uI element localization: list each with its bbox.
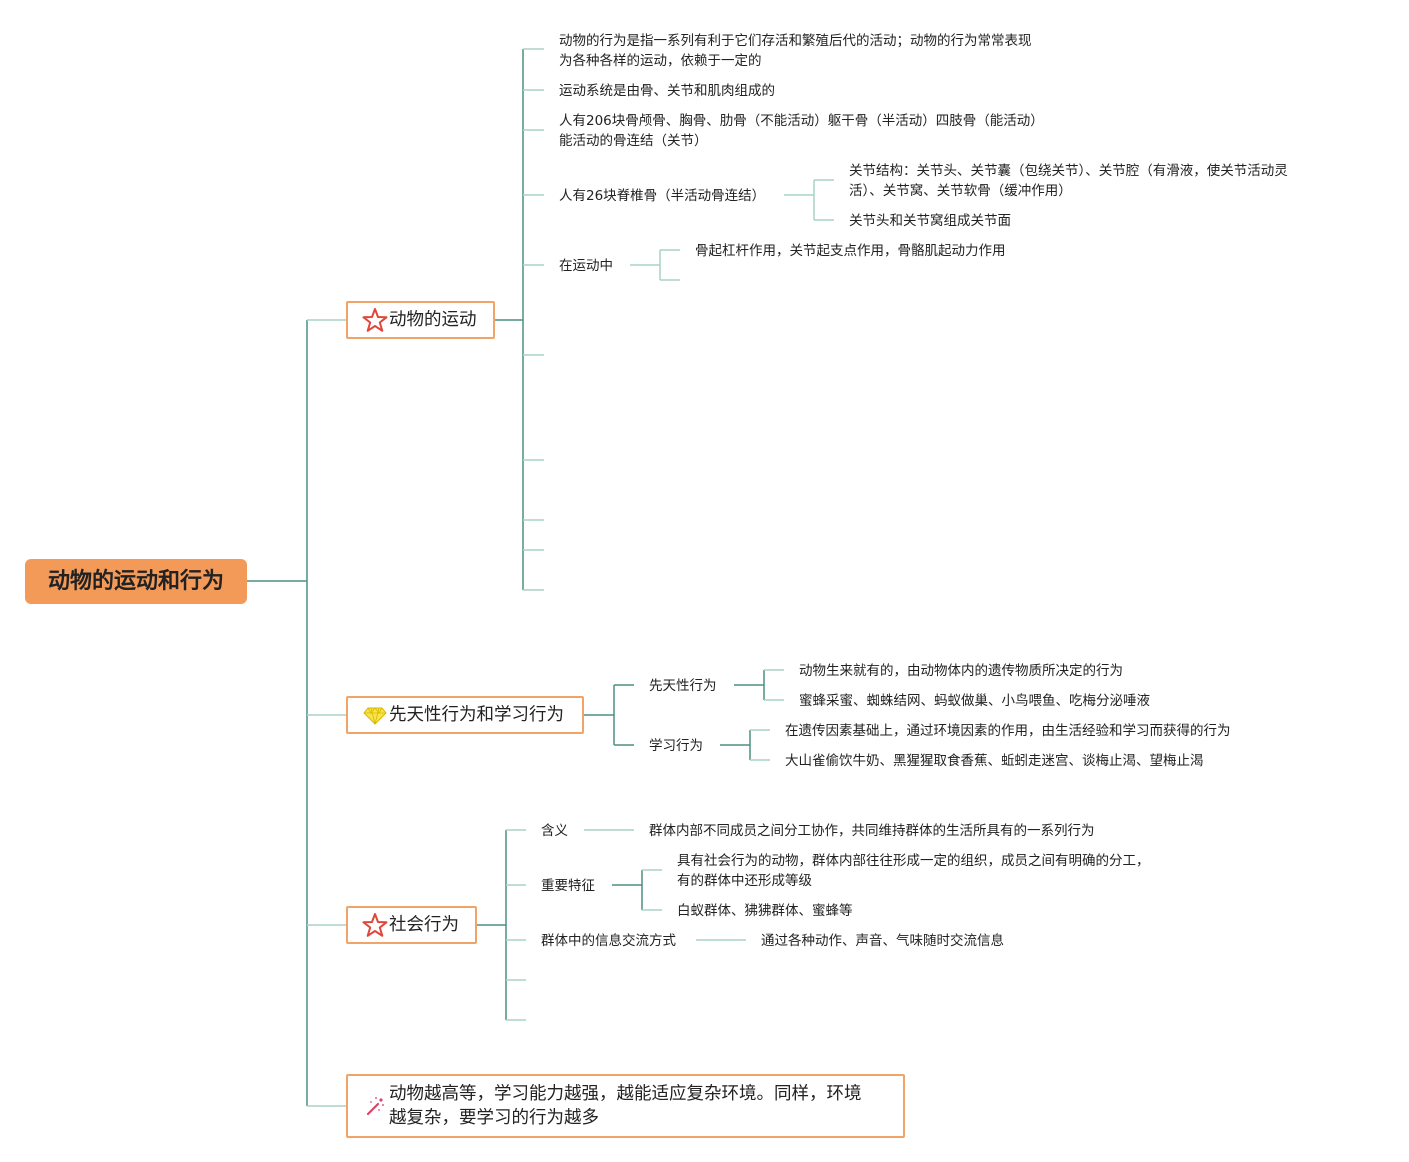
social-features[interactable]: 重要特征	[541, 878, 595, 894]
text-line: 活）、关节窝、关节软骨（缓冲作用）	[849, 183, 1072, 199]
magic-wand-icon	[366, 1096, 385, 1116]
learned-behavior[interactable]: 学习行为	[649, 738, 703, 754]
movement-system[interactable]: 运动系统是由骨、关节和肌肉组成的	[559, 83, 775, 99]
innate-behavior[interactable]: 先天性行为	[649, 678, 717, 694]
text-line: 越复杂，要学习的行为越多	[389, 1108, 599, 1128]
diamond-icon	[363, 707, 387, 725]
topic-innate-learned[interactable]: 先天性行为和学习行为	[346, 696, 584, 734]
social-meaning[interactable]: 含义	[541, 823, 568, 839]
learned-definition[interactable]: 在遗传因素基础上，通过环境因素的作用，由生活经验和学习而获得的行为	[785, 723, 1231, 739]
social-communication-text[interactable]: 通过各种动作、声音、气味随时交流信息	[761, 933, 1004, 949]
topic-label: 先天性行为和学习行为	[389, 705, 564, 725]
root-topic[interactable]: 动物的运动和行为	[25, 559, 247, 604]
innate-examples[interactable]: 蜜蜂采蜜、蜘蛛结网、蚂蚁做巢、小鸟喂鱼、吃梅分泌唾液	[799, 693, 1150, 709]
topic-label: 社会行为	[389, 915, 459, 935]
text-line: 有的群体中还形成等级	[677, 873, 812, 889]
text-line: 动物的行为是指一系列有利于它们存活和繁殖后代的活动；动物的行为常常表现	[559, 33, 1032, 49]
star-icon	[362, 308, 388, 332]
text-line: 动物越高等，学习能力越强，越能适应复杂环境。同样，环境	[389, 1084, 862, 1104]
text-line: 能活动的骨连结（关节）	[559, 133, 708, 149]
text-line: 人有206块骨颅骨、胸骨、肋骨（不能活动）躯干骨（半活动）四肢骨（能活动）	[559, 113, 1044, 129]
social-meaning-text[interactable]: 群体内部不同成员之间分工协作，共同维持群体的生活所具有的一系列行为	[649, 823, 1095, 839]
star-icon	[362, 913, 388, 937]
text-line: 为各种各样的运动，依赖于一定的	[559, 53, 762, 69]
social-organization[interactable]: 具有社会行为的动物，群体内部往往形成一定的组织，成员之间有明确的分工， 有的群体…	[677, 851, 1150, 891]
innate-definition[interactable]: 动物生来就有的，由动物体内的遗传物质所决定的行为	[799, 663, 1123, 679]
learned-examples[interactable]: 大山雀偷饮牛奶、黑猩猩取食香蕉、蚯蚓走迷宫、谈梅止渴、望梅止渴	[785, 753, 1204, 769]
text-line: 关节结构：关节头、关节囊（包绕关节）、关节腔（有滑液，使关节活动灵	[849, 163, 1288, 179]
topic-label: 动物的运动	[389, 310, 477, 330]
topic-summary[interactable]: 动物越高等，学习能力越强，越能适应复杂环境。同样，环境 越复杂，要学习的行为越多	[346, 1074, 905, 1138]
social-communication[interactable]: 群体中的信息交流方式	[541, 933, 676, 949]
movement-bones[interactable]: 人有206块骨颅骨、胸骨、肋骨（不能活动）躯干骨（半活动）四肢骨（能活动） 能活…	[559, 111, 1044, 151]
topic-movement[interactable]: 动物的运动	[346, 301, 495, 339]
text-line: 具有社会行为的动物，群体内部往往形成一定的组织，成员之间有明确的分工，	[677, 853, 1150, 869]
social-examples[interactable]: 白蚁群体、狒狒群体、蜜蜂等	[677, 903, 853, 919]
movement-vertebrae[interactable]: 人有26块脊椎骨（半活动骨连结）	[559, 188, 766, 204]
joint-surface[interactable]: 关节头和关节窝组成关节面	[849, 213, 1011, 229]
movement-in-motion[interactable]: 在运动中	[559, 258, 613, 274]
movement-definition[interactable]: 动物的行为是指一系列有利于它们存活和繁殖后代的活动；动物的行为常常表现 为各种各…	[559, 31, 1032, 71]
joint-structure[interactable]: 关节结构：关节头、关节囊（包绕关节）、关节腔（有滑液，使关节活动灵 活）、关节窝…	[849, 161, 1288, 201]
lever-function[interactable]: 骨起杠杆作用，关节起支点作用，骨骼肌起动力作用	[695, 243, 1006, 259]
topic-social[interactable]: 社会行为	[346, 906, 477, 944]
topic-label: 动物越高等，学习能力越强，越能适应复杂环境。同样，环境 越复杂，要学习的行为越多	[389, 1082, 889, 1130]
